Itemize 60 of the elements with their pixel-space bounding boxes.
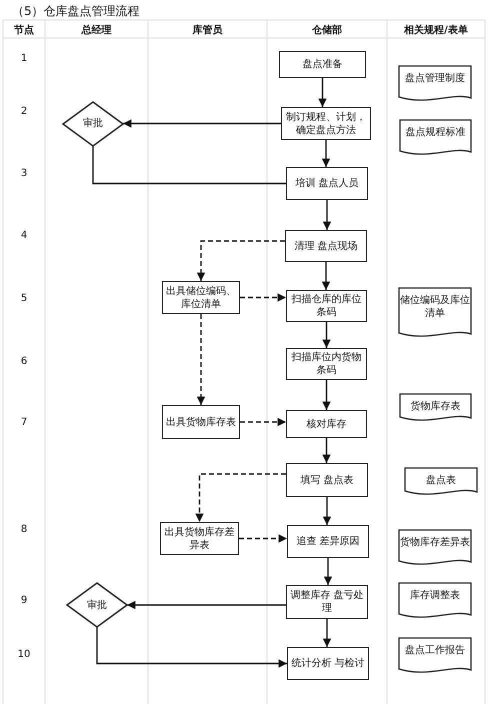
dashed-arrow [196,240,285,281]
arrow [123,119,281,128]
process-box: 扫描库位内货物条码 [286,348,367,380]
process-box: 出具储位编码、库位清单 [162,281,240,314]
process-box: 盘点准备 [279,51,366,78]
arrow [322,140,330,167]
process-box: 出具货物库存差异表 [160,522,239,555]
step-number: 8 [20,524,28,535]
process-box: 清理 盘点现场 [285,230,367,262]
step-number: 4 [20,230,28,241]
column-header: 仓储部 [311,24,343,37]
step-number: 10 [16,649,32,660]
process-box: 出具货物库存表 [162,405,240,439]
document-shape: 盘点工作报告 [399,638,471,676]
arrow [322,619,332,647]
step-number: 5 [20,293,28,304]
dashed-arrow [195,473,286,522]
arrow [322,322,331,348]
arrow [96,627,287,668]
step-number: 3 [20,168,28,179]
step-number: 2 [20,106,28,117]
dashed-arrow [240,293,286,302]
dashed-arrow [196,314,206,405]
document-shape: 库存调整表 [399,583,471,621]
document-shape: 货物库存表 [400,394,471,424]
process-box: 统计分析 与检讨 [287,647,369,680]
arrow [322,380,331,410]
process-box: 制订规程、计划，确定盘点方法 [281,107,371,140]
process-box: 扫描仓库的库位条码 [286,290,367,322]
step-number: 1 [20,53,28,64]
decision-diamond: 审批 [63,102,123,146]
arrow [322,262,330,290]
dashed-arrow [239,534,287,543]
document-shape: 盘点表 [405,468,477,498]
diagram-title: （5）仓库盘点管理流程 [12,3,140,20]
arrow [322,438,331,463]
dashed-arrow [240,418,286,426]
step-number: 9 [20,595,28,606]
arrow [324,558,332,585]
arrow [322,200,332,230]
step-number: 6 [20,356,28,367]
arrow [322,497,332,525]
decision-diamond: 审批 [67,583,127,627]
process-box: 核对库存 [286,410,367,438]
column-header: 节点 [13,24,35,37]
process-box: 填写 盘点表 [286,463,368,497]
column-header: 总经理 [80,24,112,37]
process-box: 调整库存 盘亏处理 [286,585,368,619]
document-shape: 储位编码及库位清单 [399,288,471,340]
column-header: 相关规程/表单 [402,24,469,37]
connector-line [92,146,286,184]
document-shape: 盘点规程标准 [400,120,471,158]
process-box: 培训 盘点人员 [286,167,368,200]
step-number: 7 [20,417,28,428]
arrow [127,600,286,610]
process-box: 追查 差异原因 [287,525,369,558]
column-header: 库管员 [192,23,224,37]
document-shape: 盘点管理制度 [399,66,471,104]
document-shape: 货物库存差异表 [399,530,471,568]
arrow [318,78,327,107]
